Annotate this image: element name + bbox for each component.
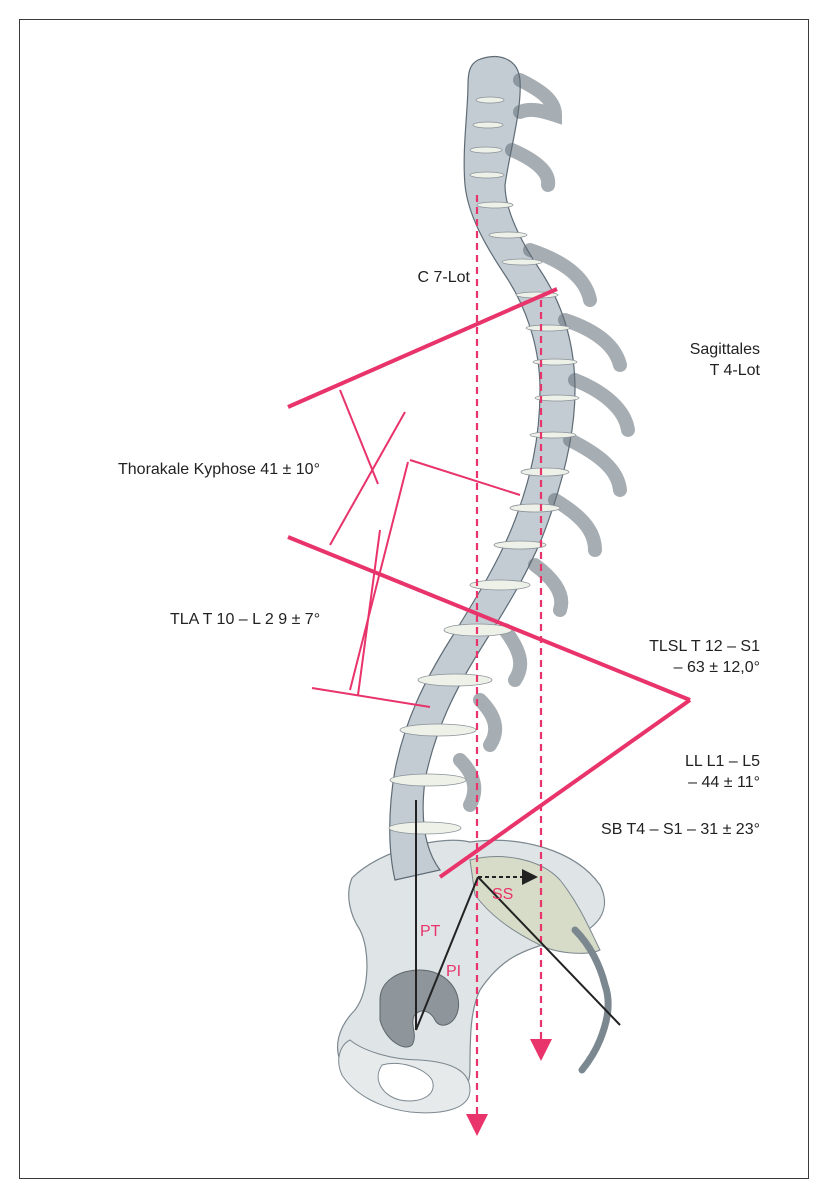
tla-perp-2 bbox=[358, 530, 380, 695]
tla-label: TLA T 10 – L 2 9 ± 7° bbox=[170, 610, 320, 630]
ll-label-line1: LL L1 – L5 bbox=[560, 752, 760, 772]
ss-label: SS bbox=[492, 885, 513, 905]
tlsl-label-line2: – 63 ± 12,0° bbox=[560, 658, 760, 678]
c7-lot-label: C 7-Lot bbox=[370, 268, 470, 288]
l2-endplate-line bbox=[312, 688, 430, 707]
t4-endplate-line bbox=[288, 289, 557, 407]
thorakale-kyphose-label: Thorakale Kyphose 41 ± 10° bbox=[118, 460, 320, 480]
t10-endplate-line bbox=[410, 460, 520, 495]
tla-perp-1 bbox=[350, 462, 408, 690]
pi-label: PI bbox=[446, 962, 461, 982]
kyphosis-perp-2 bbox=[330, 412, 405, 545]
sagittales-label-line1: Sagittales bbox=[600, 340, 760, 360]
pt-label: PT bbox=[420, 922, 440, 942]
sb-label: SB T4 – S1 – 31 ± 23° bbox=[520, 820, 760, 840]
pelvis bbox=[338, 840, 609, 1113]
ll-label-line2: – 44 ± 11° bbox=[560, 773, 760, 793]
sagittales-label-line2: T 4-Lot bbox=[600, 361, 760, 381]
tlsl-label-line1: TLSL T 12 – S1 bbox=[560, 637, 760, 657]
